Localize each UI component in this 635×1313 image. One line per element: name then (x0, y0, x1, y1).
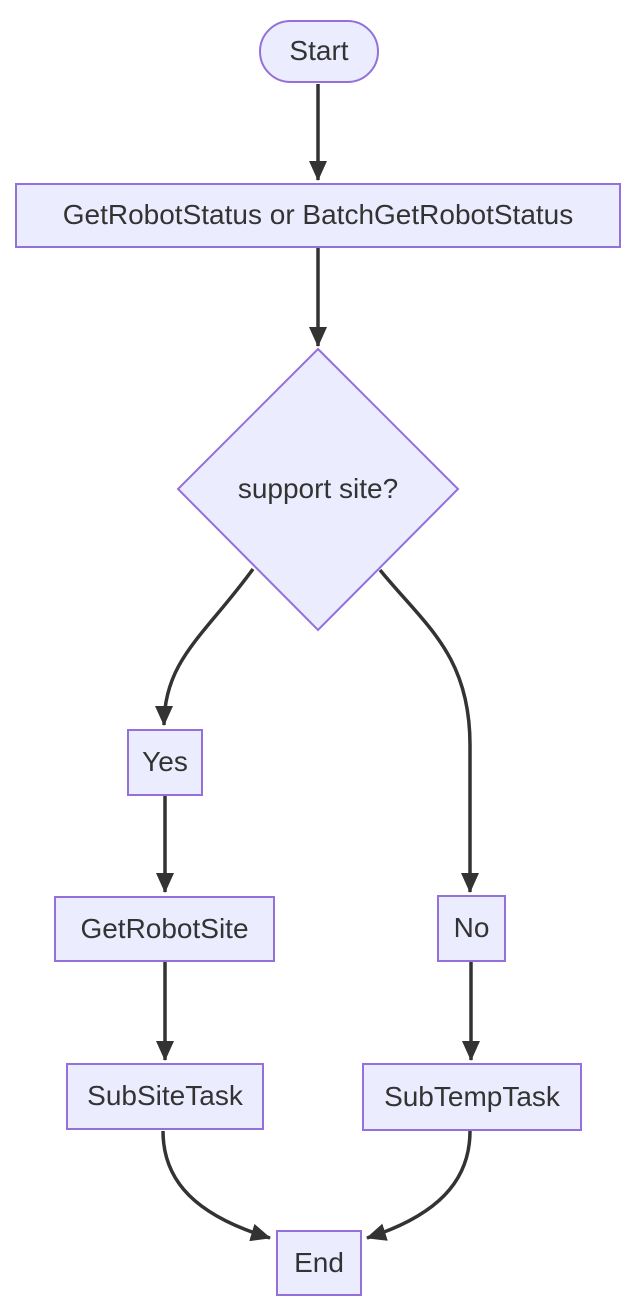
edge-subsitetask-end (161, 1130, 271, 1242)
node-start-label: Start (289, 35, 349, 67)
node-getrobotstatus-label: GetRobotStatus or BatchGetRobotStatus (62, 199, 574, 231)
node-decision-label: support site? (237, 472, 399, 504)
node-yes: Yes (127, 729, 203, 796)
edge-subtemptask-end (366, 1130, 472, 1241)
node-end: End (276, 1230, 362, 1296)
node-start: Start (259, 20, 379, 83)
node-no-label: No (453, 912, 490, 944)
node-subsitetask: SubSiteTask (66, 1063, 264, 1130)
node-decision: support site? (178, 459, 458, 519)
edge-decision-no (378, 568, 479, 893)
node-subtemptask: SubTempTask (362, 1063, 582, 1131)
decision-diamond-shape (176, 347, 460, 632)
node-getrobotstatus: GetRobotStatus or BatchGetRobotStatus (15, 183, 621, 248)
node-no: No (437, 895, 506, 962)
node-getrobotsite: GetRobotSite (54, 896, 275, 962)
edge-decision-yes (155, 567, 255, 726)
node-end-label: End (294, 1246, 344, 1278)
node-getrobotsite-label: GetRobotSite (80, 912, 249, 944)
node-yes-label: Yes (142, 746, 188, 778)
node-subsitetask-label: SubSiteTask (87, 1080, 243, 1112)
node-subtemptask-label: SubTempTask (384, 1080, 560, 1112)
